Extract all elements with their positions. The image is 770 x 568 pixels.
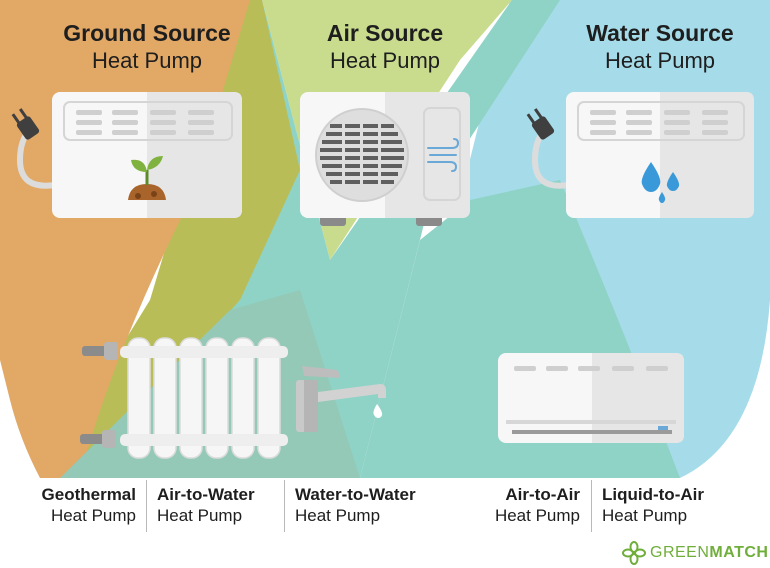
- fan-icon: [315, 108, 409, 202]
- liquid-to-air-label-regular: Heat Pump: [602, 506, 688, 526]
- air-source-title-regular: Heat Pump: [329, 47, 441, 73]
- air-to-water-label-bold: Air-to-Water: [157, 485, 255, 504]
- radiator-icon: [80, 337, 288, 459]
- ground-source-title-regular: Heat Pump: [91, 47, 203, 73]
- water-source-title: Water Source Heat Pump: [550, 20, 770, 74]
- wind-icon: [427, 138, 460, 172]
- wall-ac-icon: [498, 353, 684, 443]
- air-to-air-label: Air-to-Air Heat Pump: [460, 484, 580, 527]
- air-to-water-label: Air-to-Water Heat Pump: [157, 484, 277, 527]
- air-to-air-label-regular: Heat Pump: [494, 506, 580, 526]
- air-source-title-bold: Air Source: [326, 20, 444, 46]
- water-to-water-label: Water-to-Water Heat Pump: [295, 484, 445, 527]
- water-drops-icon: [641, 162, 680, 203]
- water-source-title-bold: Water Source: [586, 20, 734, 46]
- water-to-water-label-regular: Heat Pump: [295, 506, 381, 526]
- greenmatch-logo-icon: [622, 541, 646, 565]
- geothermal-label-bold: Geothermal: [41, 485, 136, 504]
- water-source-unit: [526, 92, 754, 218]
- ground-source-unit: [11, 92, 242, 218]
- geothermal-label: Geothermal Heat Pump: [24, 484, 136, 527]
- label-divider: [591, 480, 592, 532]
- liquid-to-air-label-bold: Liquid-to-Air: [602, 485, 704, 504]
- geothermal-label-regular: Heat Pump: [50, 506, 136, 526]
- faucet-icon: [296, 366, 386, 432]
- ground-source-title: Ground Source Heat Pump: [37, 20, 257, 74]
- label-divider: [284, 480, 285, 532]
- label-divider: [146, 480, 147, 532]
- plug-icon: [11, 108, 40, 140]
- air-source-title: Air Source Heat Pump: [275, 20, 495, 74]
- water-to-water-label-bold: Water-to-Water: [295, 485, 416, 504]
- brand-green-text: GREEN: [650, 544, 710, 561]
- liquid-to-air-label: Liquid-to-Air Heat Pump: [602, 484, 732, 527]
- brand-match-text: MATCH: [709, 544, 769, 561]
- plug-icon: [526, 108, 555, 140]
- air-to-water-label-regular: Heat Pump: [157, 506, 243, 526]
- air-source-unit: [300, 92, 470, 226]
- air-to-air-label-bold: Air-to-Air: [505, 485, 580, 504]
- sprout-icon: [128, 156, 166, 200]
- water-source-title-regular: Heat Pump: [604, 47, 716, 73]
- ground-source-title-bold: Ground Source: [63, 20, 231, 46]
